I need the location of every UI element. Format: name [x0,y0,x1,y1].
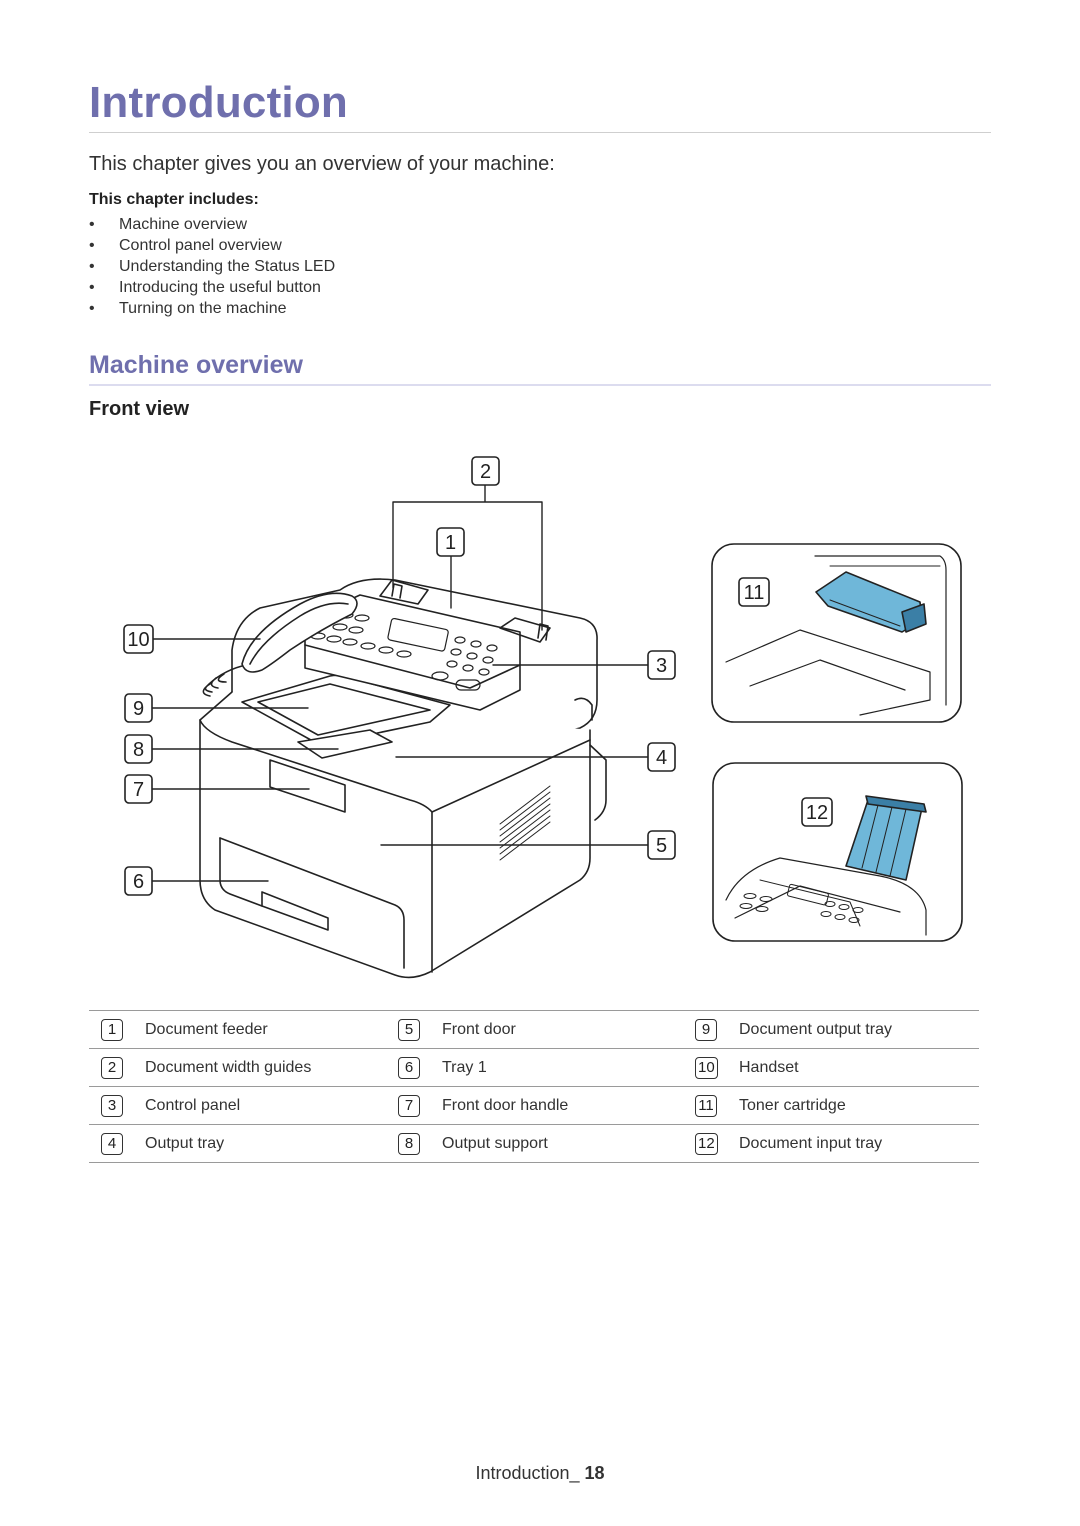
legend-label: Output tray [145,1124,386,1163]
inset-document-input-tray [712,762,963,942]
inset-toner-cartridge [711,543,962,723]
bullet: • [89,258,95,275]
table-row: 3 Control panel 7 Front door handle 11 T… [89,1086,979,1125]
list-item: • Machine overview [89,214,335,235]
table-row: 4 Output tray 8 Output support 12 Docume… [89,1124,979,1163]
legend-number-badge: 5 [398,1018,420,1041]
legend-number-badge: 8 [398,1132,420,1155]
callout-12: 12 [806,802,828,824]
legend-number-badge: 12 [695,1132,718,1155]
callout-11: 11 [744,582,765,604]
callout-leaders [151,484,889,882]
machine-front-view-figure: 2 1 3 4 5 6 7 8 9 10 11 12 [123,456,963,979]
bullet: • [89,237,95,254]
page-title: Introduction [89,78,349,127]
legend-label: Control panel [145,1086,386,1125]
section-heading: Machine overview [89,351,303,379]
table-row: 1 Document feeder 5 Front door 9 Documen… [89,1010,979,1049]
page-footer: Introduction_ 18 [0,1463,1080,1484]
title-divider [89,132,991,133]
list-item: • Introducing the useful button [89,277,335,298]
legend-label: Document width guides [145,1048,386,1087]
bullet: • [89,300,95,317]
toc-item-label: Turning on the machine [119,300,287,317]
list-item: • Control panel overview [89,235,335,256]
legend-number-badge: 1 [101,1018,123,1041]
footer-chapter-label: Introduction_ [475,1463,580,1483]
table-row: 2 Document width guides 6 Tray 1 10 Hand… [89,1048,979,1087]
callout-2: 2 [480,461,491,483]
legend-label: Document feeder [145,1010,386,1049]
legend-number-badge: 10 [695,1056,718,1079]
callout-8: 8 [133,739,144,761]
includes-heading: This chapter includes: [89,191,259,208]
page-number: 18 [584,1463,605,1483]
legend-number-badge: 9 [695,1018,717,1041]
legend-number-badge: 11 [695,1094,717,1117]
callout-1: 1 [445,532,456,554]
legend-label: Tray 1 [442,1048,683,1087]
legend-label: Document output tray [739,1010,979,1049]
section-divider [89,384,991,386]
list-item: • Turning on the machine [89,298,335,319]
toc-item-label: Introducing the useful button [119,279,321,296]
legend-number-badge: 6 [398,1056,420,1079]
chapter-contents-list: • Machine overview • Control panel overvie… [89,214,335,319]
callout-6: 6 [133,871,144,893]
callout-badges [123,456,833,896]
callout-5: 5 [656,835,667,857]
legend-label: Output support [442,1124,683,1163]
legend-label: Front door handle [442,1086,683,1125]
toc-item-label: Understanding the Status LED [119,258,336,275]
callout-10: 10 [127,629,149,651]
toc-item-label: Machine overview [119,216,248,233]
legend-number-badge: 7 [398,1094,420,1117]
chapter-intro: This chapter gives you an overview of yo… [89,153,555,175]
legend-label: Document input tray [739,1124,979,1163]
legend-number-badge: 2 [101,1056,123,1079]
legend-label: Toner cartridge [739,1086,979,1125]
legend-label: Handset [739,1048,979,1087]
callout-9: 9 [133,698,144,720]
bullet: • [89,216,95,233]
machine-illustration [199,578,607,979]
callout-4: 4 [656,747,667,769]
callout-7: 7 [133,779,144,801]
legend-number-badge: 4 [101,1132,123,1155]
legend-number-badge: 3 [101,1094,123,1117]
toc-item-label: Control panel overview [119,237,282,254]
bullet: • [89,279,95,296]
legend-label: Front door [442,1010,683,1049]
subsection-heading: Front view [89,398,190,420]
parts-legend-table: 1 Document feeder 5 Front door 9 Documen… [89,1010,979,1163]
callout-3: 3 [656,655,667,677]
list-item: • Understanding the Status LED [89,256,335,277]
